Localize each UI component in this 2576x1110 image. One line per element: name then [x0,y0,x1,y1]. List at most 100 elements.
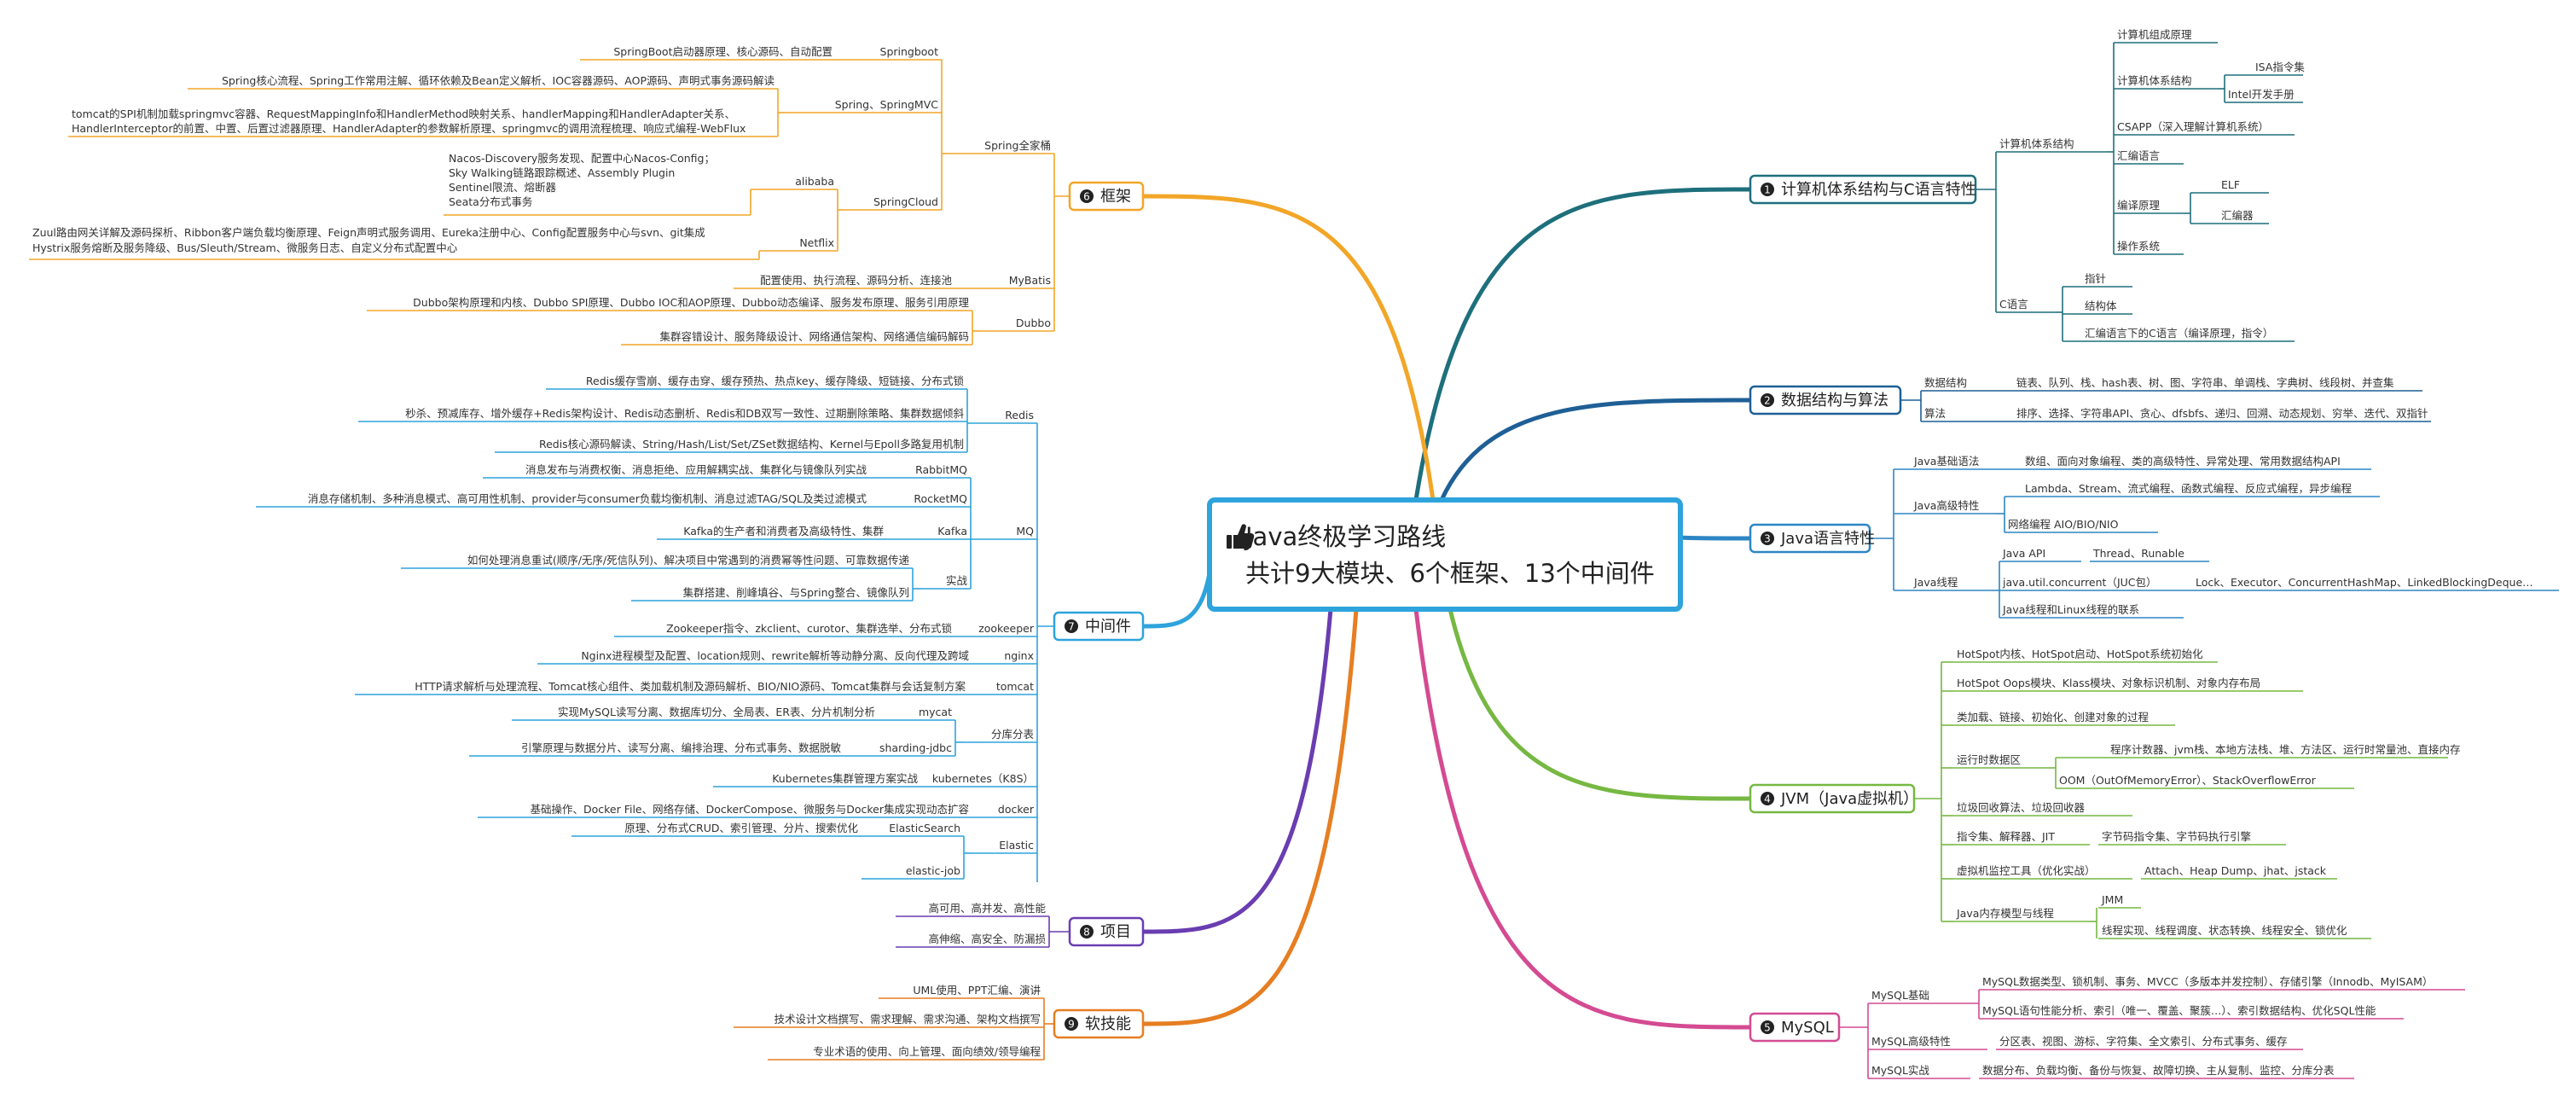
node-kafka-detail[interactable]: Kafka的生产者和消费者及高级特性、集群 [657,525,887,540]
node-boot[interactable]: Springboot [836,45,942,61]
node-elastic[interactable]: Elastic [972,839,1037,854]
node-adv[interactable]: Java高级特性 [1911,499,1996,514]
node-ali[interactable]: alibaba [751,175,838,190]
node-compose[interactable]: 计算机组成原理 [2114,28,2218,44]
node-prac[interactable]: 实战 [921,574,971,590]
node-basic-detail[interactable]: 数组、面向对象编程、类的高级特性、异常处理、常用数据结构API [2022,455,2371,470]
node-base2[interactable]: MySQL语句性能分析、索引（唯一、覆盖、聚簇…）、索引数据结构、优化SQL性能 [1979,1004,2404,1020]
node-mybatis[interactable]: MyBatis [955,274,1054,289]
node-s1[interactable]: UML使用、PPT汇编、演讲 [879,984,1044,999]
node-cloud[interactable]: SpringCloud [844,195,942,211]
node-jmm[interactable]: Java内存模型与线程 [1953,907,2090,922]
central-topic[interactable]: Java终极学习路线 共计9大模块、6个框架、13个中间件 [1207,497,1683,612]
node-k8s-detail[interactable]: Kubernetes集群管理方案实战 [713,772,921,787]
node-clang[interactable]: C语言 [1996,298,2056,313]
node-exec-detail[interactable]: 字节码指令集、字节码执行引擎 [2098,830,2286,846]
node-juc[interactable]: java.util.concurrent（JUC包） [1999,576,2192,591]
node-load[interactable]: 类加载、链接、初始化、创建对象的过程 [1953,711,2175,726]
node-sj[interactable]: sharding-jdbc [844,741,955,757]
node-redis2[interactable]: 秒杀、预减库存、增外缓存+Redis架构设计、Redis动态删析、Redis和D… [358,407,967,422]
node-prac1[interactable]: 如何处理消息重试(顺序/无序/死信队列)、解决项目中常遇到的消费幂等性问题、可靠… [401,554,913,569]
node-docker[interactable]: docker [972,803,1037,818]
node-nginx-detail[interactable]: Nginx进程模型及配置、location规则、rewrite解析等动静分离、反… [537,649,972,665]
node-api[interactable]: Java API [1999,547,2081,562]
node-rt2[interactable]: OOM（OutOfMemoryError）、StackOverflowError [2056,774,2354,789]
node-rocket-detail[interactable]: 消息存储机制、多种消息模式、高可用性机制、provider与consumer负载… [256,492,870,508]
node-nginx[interactable]: nginx [972,649,1037,665]
node-s2[interactable]: 技术设计文档撰写、需求理解、需求沟通、架构文档撰写 [734,1013,1044,1028]
node-p2[interactable]: 高伸缩、高安全、防漏损 [896,933,1049,948]
node-adv-detail[interactable]: 分区表、视图、游标、字符集、全文索引、分布式事务、缓存 [1996,1035,2303,1050]
node-mycat-detail[interactable]: 实现MySQL读写分离、数据库切分、全局表、ER表、分片机制分析 [512,706,879,721]
node-tomcat[interactable]: tomcat [969,680,1037,695]
node-jmm2[interactable]: 线程实现、线程调度、状态转换、线程安全、锁优化 [2098,924,2371,939]
node-intel[interactable]: Intel开发手册 [2225,88,2303,103]
node-thread[interactable]: Java线程 [1911,576,1996,591]
node-base1[interactable]: MySQL数据类型、锁机制、事务、MVCC（多版本并发控制）、存储引擎（Inno… [1979,975,2465,991]
node-sj-detail[interactable]: 引擎原理与数据分片、读写分离、编排治理、分布式事务、数据脱敏 [469,741,844,757]
node-family[interactable]: Spring全家桶 [947,139,1054,154]
node-netflix[interactable]: Netflix [759,236,838,252]
node-rabbit-detail[interactable]: 消息发布与消费权衡、消息拒绝、应用解耦实战、集群化与镜像队列实战 [483,463,870,479]
node-casm[interactable]: 汇编语言下的C语言（编译原理，指令） [2081,327,2295,342]
node-linux[interactable]: Java线程和Linux线程的联系 [1999,603,2184,619]
node-rt[interactable]: 运行时数据区 [1953,753,2047,769]
node-redis[interactable]: Redis [969,409,1037,424]
node-archsys[interactable]: 计算机体系结构 [2114,74,2218,90]
node-hs1[interactable]: HotSpot内核、HotSpot启动、HotSpot系统初始化 [1953,648,2218,663]
node-mvc1[interactable]: Spring核心流程、Spring工作常用注解、循环依赖及Bean定义解析、IO… [188,74,778,90]
node-mq[interactable]: MQ [972,525,1037,540]
node-prac2[interactable]: 集群搭建、削峰填谷、与Spring整合、镜像队列 [631,586,913,601]
node-juc-detail[interactable]: Lock、Executor、ConcurrentHashMap、LinkedBl… [2192,576,2559,591]
node-exec[interactable]: 指令集、解释器、JIT [1953,830,2090,846]
node-dubbo1[interactable]: Dubbo架构原理和内核、Dubbo SPI原理、Dubbo IOC和AOP原理… [367,296,972,311]
node-prac[interactable]: MySQL实战 [1868,1064,1970,1079]
node-os[interactable]: 操作系统 [2114,240,2184,255]
node-zk[interactable]: zookeeper [955,622,1037,637]
node-mybatis-detail[interactable]: 配置使用、执行流程、源码分析、连接池 [734,274,955,289]
node-assembler[interactable]: 汇编器 [2218,209,2269,224]
node-s3[interactable]: 专业术语的使用、向上管理、面向绩效/领导编程 [768,1045,1044,1061]
node-elf[interactable]: ELF [2218,178,2269,194]
node-p1[interactable]: 高可用、高并发、高性能 [896,902,1049,917]
node-basic[interactable]: Java基础语法 [1911,455,2022,470]
node-ds-detail[interactable]: 链表、队列、栈、hash表、树、图、字符串、单调栈、字典树、线段树、并查集 [2013,376,2422,392]
node-docker-detail[interactable]: 基础操作、Docker File、网络存储、DockerCompose、微服务与… [478,803,972,818]
node-es-detail[interactable]: 原理、分布式CRUD、索引管理、分片、搜索优化 [571,822,862,837]
node-k8s[interactable]: kubernetes（K8S） [921,772,1037,787]
node-struct[interactable]: 结构体 [2081,299,2132,315]
node-adv2[interactable]: 网络编程 AIO/BIO/NIO [2005,518,2158,533]
node-rabbit[interactable]: RabbitMQ [870,463,971,479]
node-isa[interactable]: ISA指令集 [2252,61,2305,76]
node-hs2[interactable]: HotSpot Oops模块、Klass模块、对象标识机制、对象内存布局 [1953,677,2303,692]
node-es[interactable]: ElasticSearch [862,822,964,837]
node-ds[interactable]: 数据结构 [1921,376,2013,392]
node-tomcat-detail[interactable]: HTTP请求解析与处理流程、Tomcat核心组件、类加载机制及源码解析、BIO/… [355,680,969,695]
node-tool[interactable]: 虚拟机监控工具（优化实战） [1953,864,2132,880]
node-algo-detail[interactable]: 排序、选择、字符串API、贪心、dfsbfs、递归、回溯、动态规划、穷举、迭代、… [2013,407,2431,422]
node-arch[interactable]: 计算机体系结构 [1996,137,2107,153]
node-algo[interactable]: 算法 [1921,407,2013,422]
node-rt1[interactable]: 程序计数器、jvm栈、本地方法栈、堆、方法区、运行时常量池、直接内存 [2107,743,2461,758]
node-kafka[interactable]: Kafka [887,525,971,540]
node-redis1[interactable]: Redis缓存雪崩、缓存击穿、缓存预热、热点key、缓存降级、短链接、分布式锁 [546,375,967,390]
node-csapp[interactable]: CSAPP（深入理解计算机系统） [2114,120,2295,136]
node-redis3[interactable]: Redis核心源码解读、String/Hash/List/Set/ZSet数据结… [495,438,967,453]
node-mvc[interactable]: Spring、SpringMVC [785,98,942,113]
node-pointer[interactable]: 指针 [2081,272,2132,288]
node-compile[interactable]: 编译原理 [2114,199,2184,214]
node-base[interactable]: MySQL基础 [1868,989,1962,1004]
node-ej[interactable]: elastic-job [862,864,964,880]
node-dubbo2[interactable]: 集群容错设计、服务降级设计、网络通信架构、网络通信编码解码 [621,330,972,346]
node-gc[interactable]: 垃圾回收算法、垃圾回收器 [1953,801,2132,817]
node-boot-detail[interactable]: SpringBoot启动器原理、核心源码、自动配置 [580,45,836,61]
